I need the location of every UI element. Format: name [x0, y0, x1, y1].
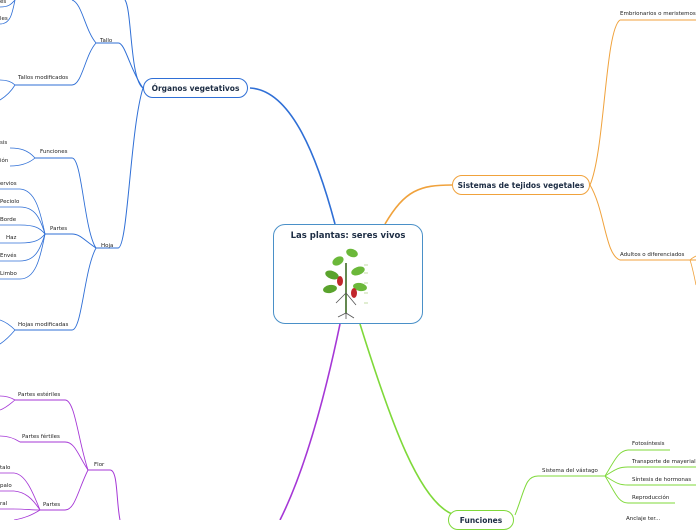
- topic-organos-vegetativos[interactable]: Órganos vegetativos: [143, 78, 248, 98]
- node-hoja-funciones[interactable]: Funciones: [40, 149, 68, 156]
- node-tallo-leaf-2[interactable]: les: [0, 16, 8, 23]
- connector-purple-main: [280, 324, 340, 520]
- connector-organos: [250, 88, 335, 224]
- node-sistema-vastago[interactable]: Sistema del vástago: [542, 468, 598, 475]
- node-hojas-modificadas[interactable]: Hojas modificadas: [18, 322, 68, 329]
- node-flor-partes-leaf-1[interactable]: talo: [0, 465, 10, 472]
- node-reproduccion[interactable]: Reproducción: [632, 495, 669, 502]
- node-partes-haz[interactable]: Haz: [6, 235, 16, 242]
- node-hoja-partes[interactable]: Partes: [50, 226, 67, 233]
- node-partes-esteriles[interactable]: Partes estériles: [18, 392, 60, 399]
- node-transporte[interactable]: Transporte de mayerial: [632, 459, 696, 466]
- node-tallo[interactable]: Tallo: [100, 38, 112, 45]
- node-partes-borde[interactable]: Borde: [0, 217, 16, 224]
- node-tallos-modificados[interactable]: Tallos modificados: [18, 75, 68, 82]
- node-partes-enves[interactable]: Envés: [0, 253, 16, 260]
- node-flor-partes-leaf-3[interactable]: ral: [0, 501, 7, 508]
- node-hoja[interactable]: Hoja: [101, 243, 113, 250]
- node-tallo-leaf-1[interactable]: es: [0, 0, 6, 6]
- node-adultos[interactable]: Adultos o diferenciados: [620, 252, 684, 259]
- topic-sistemas-tejidos[interactable]: Sistemas de tejidos vegetales: [452, 175, 590, 195]
- connector-funciones: [360, 324, 455, 515]
- node-fotosintesis[interactable]: Fotosíntesis: [632, 441, 665, 448]
- node-funciones-leaf-1[interactable]: sis: [0, 140, 7, 147]
- node-partes-fertiles[interactable]: Partes fértiles: [22, 434, 60, 441]
- node-partes-peciolo[interactable]: Peciolo: [0, 199, 19, 206]
- node-flor[interactable]: Flor: [94, 462, 104, 469]
- node-flor-partes-leaf-2[interactable]: palo: [0, 483, 12, 490]
- node-flor-partes[interactable]: Partes: [43, 502, 60, 509]
- connector-sistemas: [385, 185, 452, 224]
- node-partes-limbo[interactable]: Limbo: [0, 271, 17, 278]
- node-embrionarios[interactable]: Embrionarios o meristemos: [620, 11, 696, 18]
- topic-funciones[interactable]: Funciones: [448, 510, 514, 530]
- node-sintesis-hormonas[interactable]: Síntesis de hormonas: [632, 477, 691, 484]
- central-title: Las plantas: seres vivos: [274, 231, 422, 241]
- node-funciones-leaf-2[interactable]: ión: [0, 158, 8, 165]
- node-partes-nervios[interactable]: ervios: [0, 181, 17, 188]
- plant-illustration: [318, 243, 382, 319]
- central-topic[interactable]: Las plantas: seres vivos: [273, 224, 423, 324]
